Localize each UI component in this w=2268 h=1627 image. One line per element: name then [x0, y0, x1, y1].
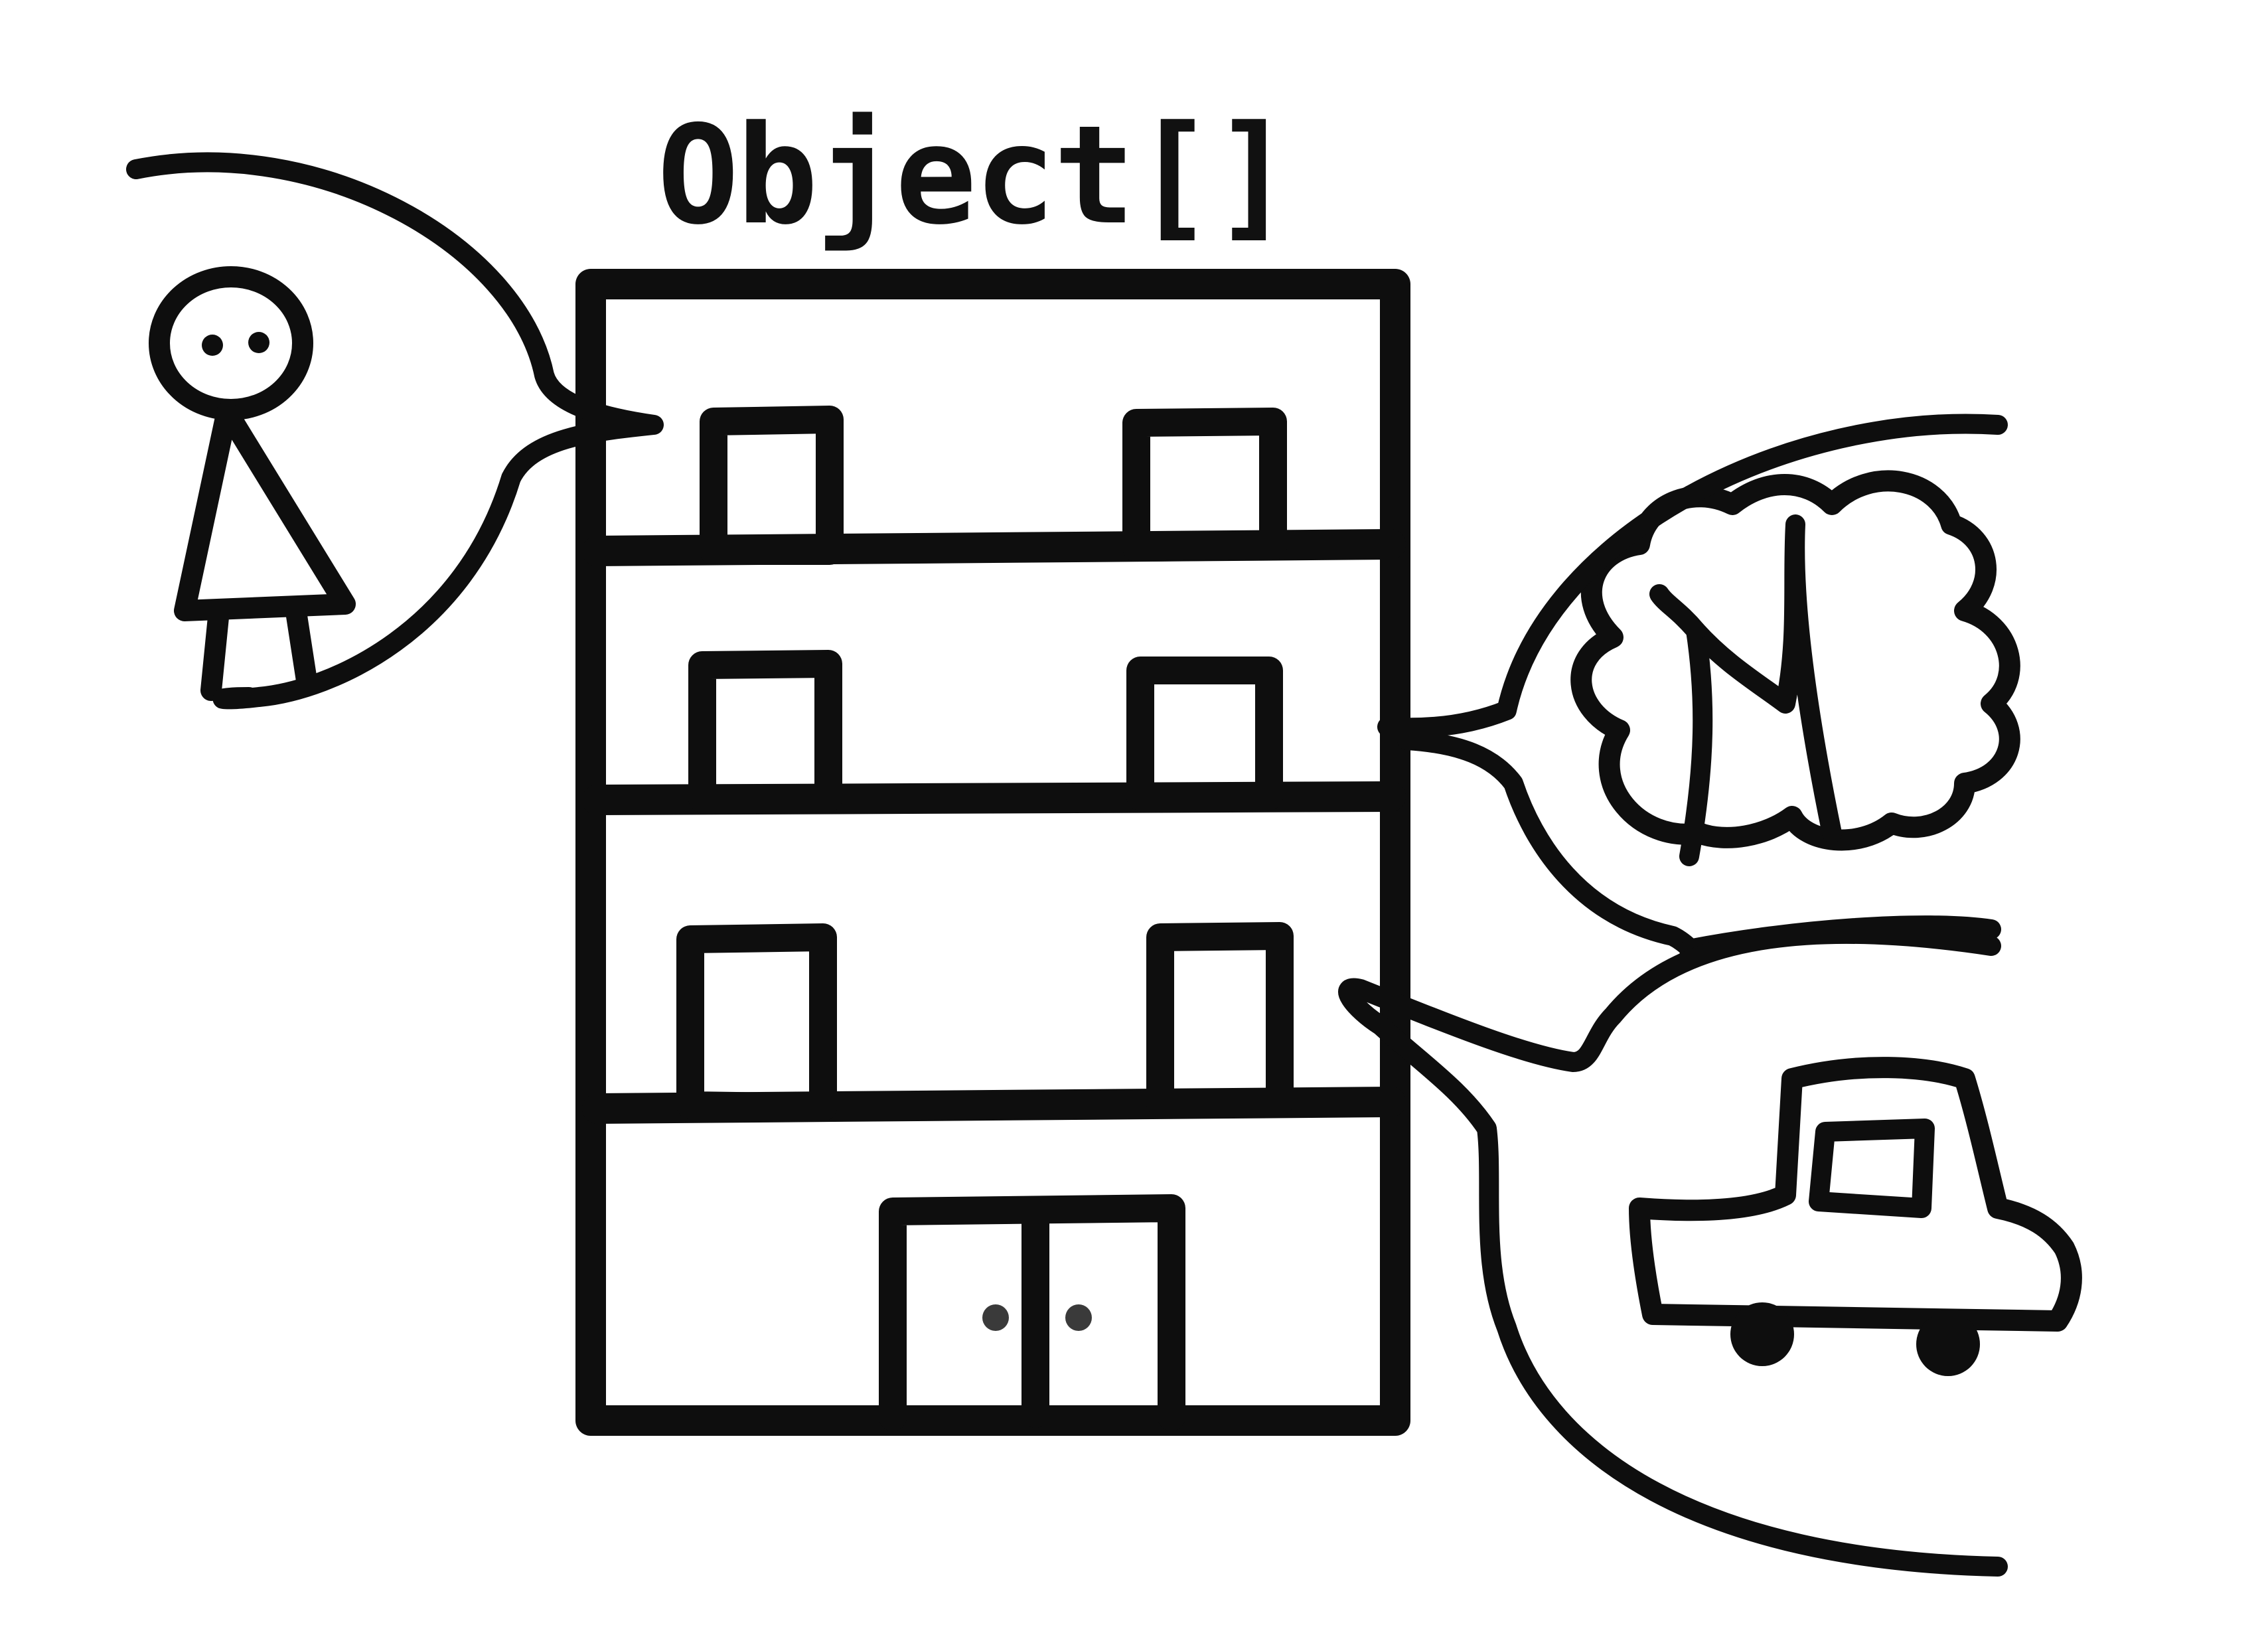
window-1-right: [1122, 408, 1287, 562]
car-icon: [1629, 1057, 2082, 1376]
window-2-left: [688, 650, 842, 813]
diagram-title: Object[]: [657, 97, 1294, 255]
building-body: [575, 269, 1410, 1436]
window-1-left: [700, 406, 844, 565]
connector-car: [1338, 923, 2008, 1577]
window-2-right: [1126, 657, 1283, 811]
stick-figure-icon: [149, 266, 356, 701]
window-3-right: [1146, 922, 1294, 1117]
connector-person: [126, 152, 664, 710]
building-icon: [575, 269, 1410, 1436]
connector-tree: [1377, 414, 2008, 966]
tree-icon: [1570, 470, 2020, 866]
door-icon: [879, 1194, 1185, 1431]
window-3-left: [676, 923, 837, 1121]
